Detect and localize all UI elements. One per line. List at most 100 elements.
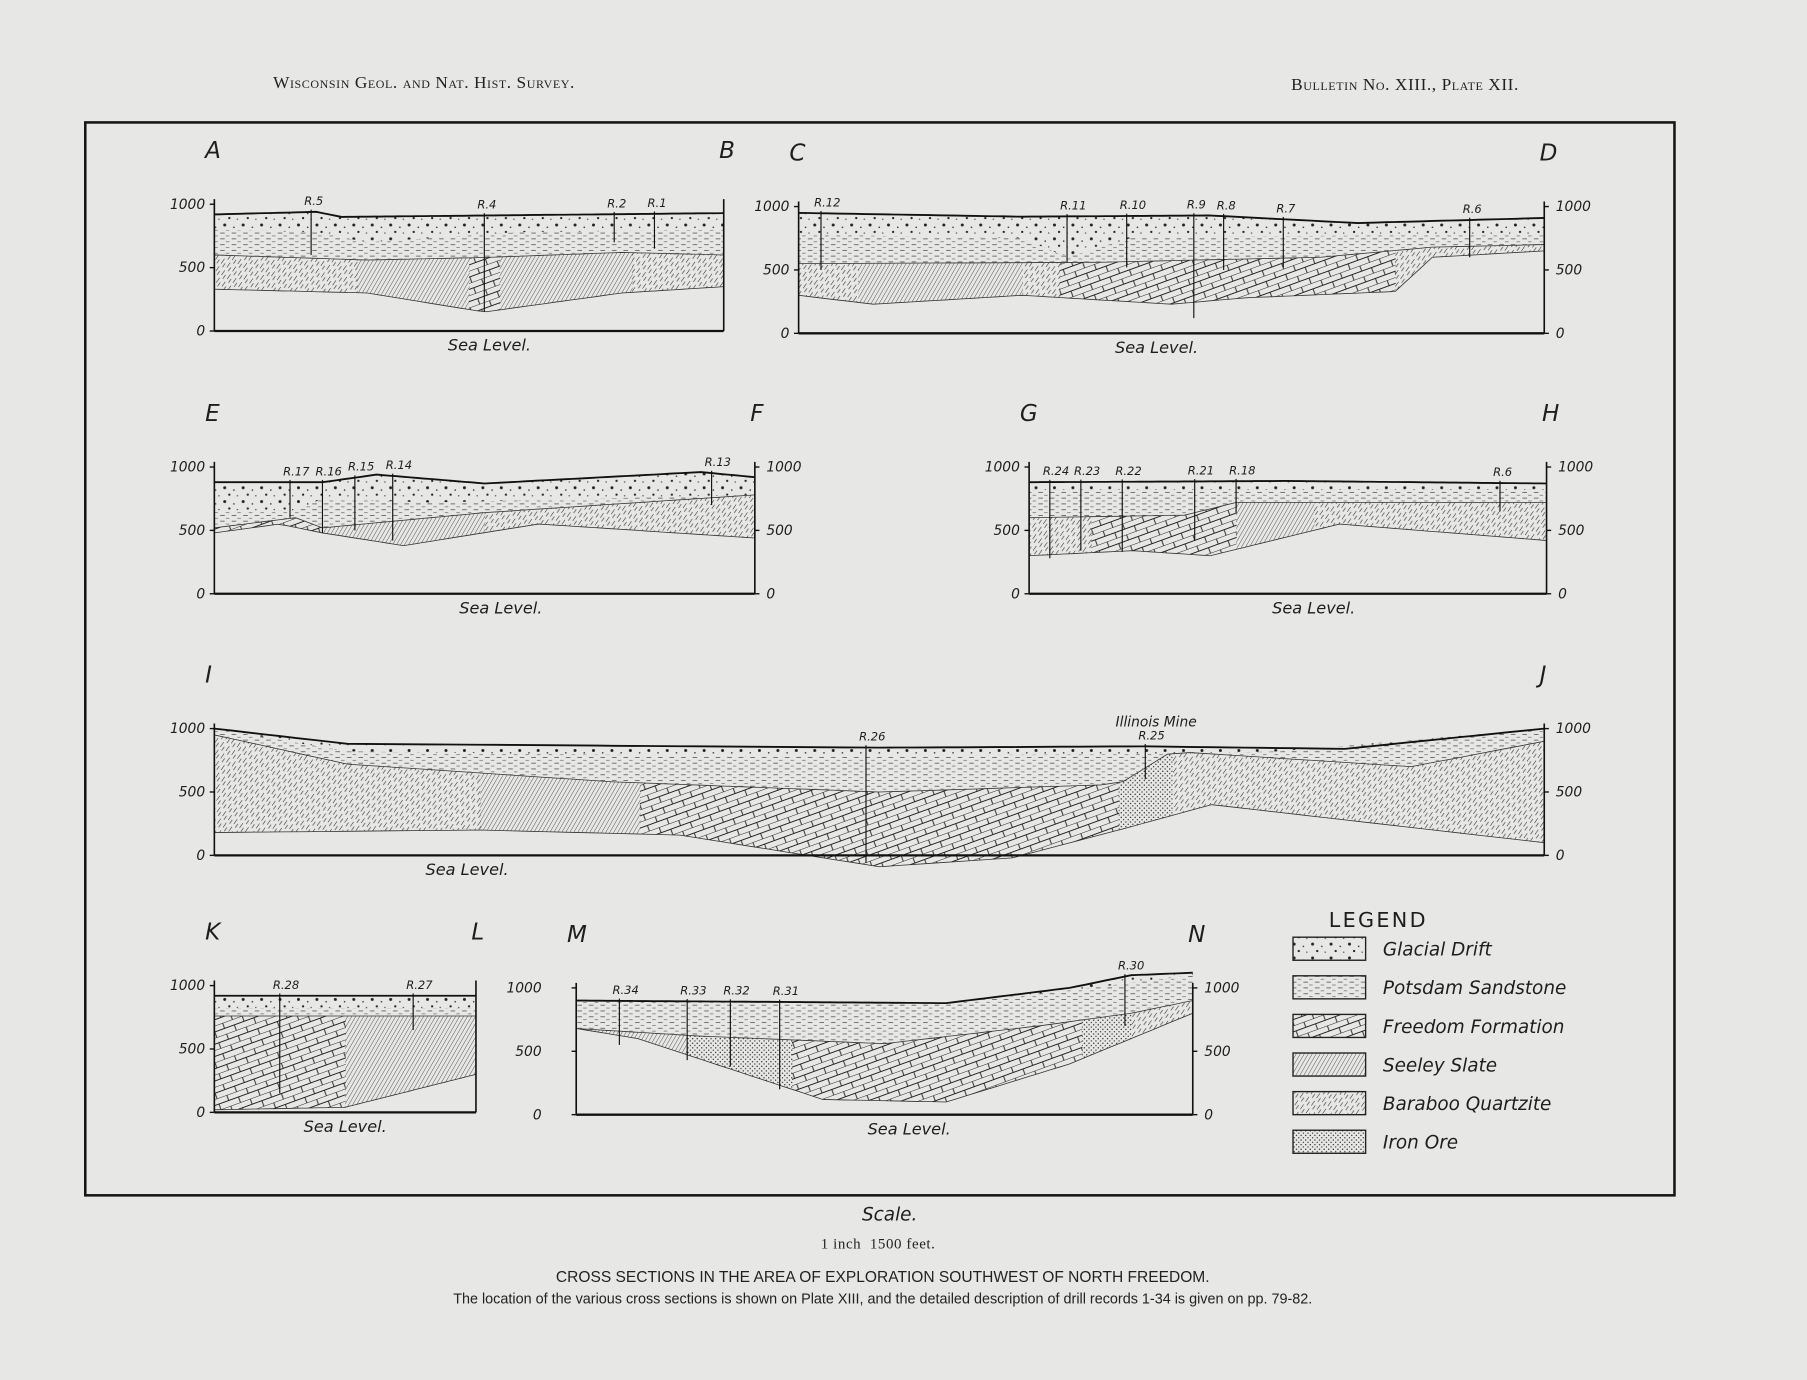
- legend-swatch-drift: [1292, 936, 1367, 961]
- axis-label-right: 500: [766, 523, 793, 539]
- legend-label: Seeley Slate: [1383, 1055, 1497, 1076]
- ground-surface-line: [798, 211, 1545, 224]
- sea-level-label: Sea Level.: [1115, 338, 1198, 357]
- sea-level-label: Sea Level.: [1272, 598, 1355, 617]
- potsdam-sandstone-layer: [214, 728, 1545, 792]
- legend-item: Seeley Slate: [1292, 1052, 1497, 1077]
- ground-surface-line: [1029, 480, 1547, 485]
- drill-label: R.13: [705, 455, 731, 469]
- sea-level-label: Sea Level.: [448, 336, 531, 355]
- ground-surface-line: [576, 971, 1193, 1005]
- header-right: Bulletin No. XIII., Plate XII.: [1291, 75, 1519, 94]
- caption-text: The location of the various cross sectio…: [453, 1292, 1312, 1308]
- scale-label: Scale.: [862, 1205, 917, 1226]
- legend-swatch-iron: [1292, 1129, 1367, 1154]
- drill-label: R.31: [773, 984, 799, 998]
- axis-label-left: 0: [196, 1105, 205, 1121]
- drill-label: R.1: [648, 196, 667, 210]
- section-end-letter: J: [1536, 663, 1547, 689]
- section-end-letter: D: [1540, 140, 1558, 166]
- axis-label-left: 0: [533, 1107, 542, 1123]
- drill-label: R.21: [1188, 463, 1214, 477]
- axis-label-right: 0: [1556, 326, 1565, 342]
- legend-swatch-sand: [1292, 975, 1367, 1000]
- section-end-letter: L: [471, 919, 484, 945]
- section-end-letter: H: [1542, 401, 1559, 427]
- drill-label: R.10: [1120, 198, 1146, 212]
- section-start-letter: K: [205, 919, 222, 945]
- legend-label: Freedom Formation: [1383, 1017, 1565, 1038]
- section-end-letter: F: [750, 401, 764, 427]
- drill-label: R.28: [273, 978, 299, 992]
- sea-level-label: Sea Level.: [304, 1117, 387, 1136]
- axis-label-left: 1000: [170, 721, 205, 737]
- legend-item: Freedom Formation: [1292, 1013, 1565, 1039]
- axis-label-left: 1000: [985, 460, 1020, 476]
- axis-label-left: 0: [781, 326, 790, 342]
- legend-item: Potsdam Sandstone: [1292, 975, 1566, 1000]
- drill-label: R.23: [1074, 464, 1100, 478]
- axis-label-left: 0: [196, 586, 205, 602]
- drill-label: R.5: [304, 194, 323, 208]
- ground-surface-line: [214, 727, 1545, 750]
- axis-label-right: 0: [1558, 586, 1567, 602]
- section-start-letter: I: [205, 663, 212, 689]
- glacial-drift-layer: [214, 728, 1545, 757]
- axis-label-right: 500: [1558, 523, 1585, 539]
- drill-label: R.12: [814, 195, 840, 209]
- drill-label: R.24: [1043, 464, 1069, 478]
- legend-swatch-freedom: [1292, 1013, 1367, 1039]
- section-end-letter: N: [1188, 922, 1205, 948]
- drill-label: R.11: [1060, 198, 1086, 212]
- potsdam-sandstone-layer: [214, 1008, 476, 1017]
- section-start-letter: A: [203, 138, 221, 164]
- drill-label: R.8: [1217, 198, 1236, 212]
- axis-label-left: 0: [196, 324, 205, 340]
- drill-label: R.34: [612, 983, 638, 997]
- plate-frame: [84, 121, 1676, 1197]
- legend-item: Glacial Drift: [1292, 936, 1492, 961]
- sea-level-label: Sea Level.: [425, 860, 508, 879]
- axis-label-left: 1000: [170, 197, 205, 213]
- drill-label: R.16: [316, 464, 342, 478]
- axis-label-right: 1000: [766, 460, 801, 476]
- drill-label: R.25: [1138, 728, 1164, 742]
- axis-label-right: 500: [1204, 1044, 1231, 1060]
- drill-label: R.17: [283, 464, 310, 478]
- glacial-drift-layer: [1029, 480, 1547, 490]
- drill-label: R.30: [1118, 959, 1144, 973]
- potsdam-sandstone-layer: [1029, 489, 1547, 518]
- drill-label: R.15: [348, 460, 374, 474]
- sea-level-label: Sea Level.: [459, 598, 542, 617]
- ground-surface-line: [214, 471, 755, 485]
- axis-label-right: 1000: [1204, 981, 1239, 997]
- axis-label-left: 500: [179, 1042, 206, 1058]
- legend-label: Potsdam Sandstone: [1383, 978, 1566, 999]
- axis-label-right: 1000: [1556, 199, 1591, 215]
- axis-label-left: 500: [179, 785, 206, 801]
- drill-label: R.32: [723, 984, 749, 998]
- axis-label-right: 0: [1556, 848, 1565, 864]
- potsdam-sandstone-layer: [214, 494, 755, 528]
- axis-label-right: 1000: [1556, 721, 1591, 737]
- axis-label-right: 1000: [1558, 460, 1593, 476]
- drill-label: R.9: [1187, 198, 1206, 212]
- legend-label: Baraboo Quartzite: [1383, 1094, 1552, 1115]
- axis-label-left: 500: [179, 260, 206, 276]
- axis-label-left: 500: [515, 1044, 542, 1060]
- drill-label: R.18: [1229, 463, 1255, 477]
- legend-title: LEGEND: [1329, 908, 1428, 932]
- glacial-drift-layer: [214, 472, 755, 512]
- drill-label: R.4: [477, 198, 496, 212]
- drill-label: R.27: [406, 978, 433, 992]
- axis-label-right: 500: [1556, 785, 1583, 801]
- drill-label: R.6: [1493, 465, 1512, 479]
- axis-label-right: 0: [766, 586, 775, 602]
- axis-label-left: 1000: [170, 978, 205, 994]
- legend-swatch-quartz: [1292, 1090, 1367, 1116]
- header-left: Wisconsin Geol. and Nat. Hist. Survey.: [273, 73, 575, 92]
- legend-item: Baraboo Quartzite: [1292, 1090, 1552, 1116]
